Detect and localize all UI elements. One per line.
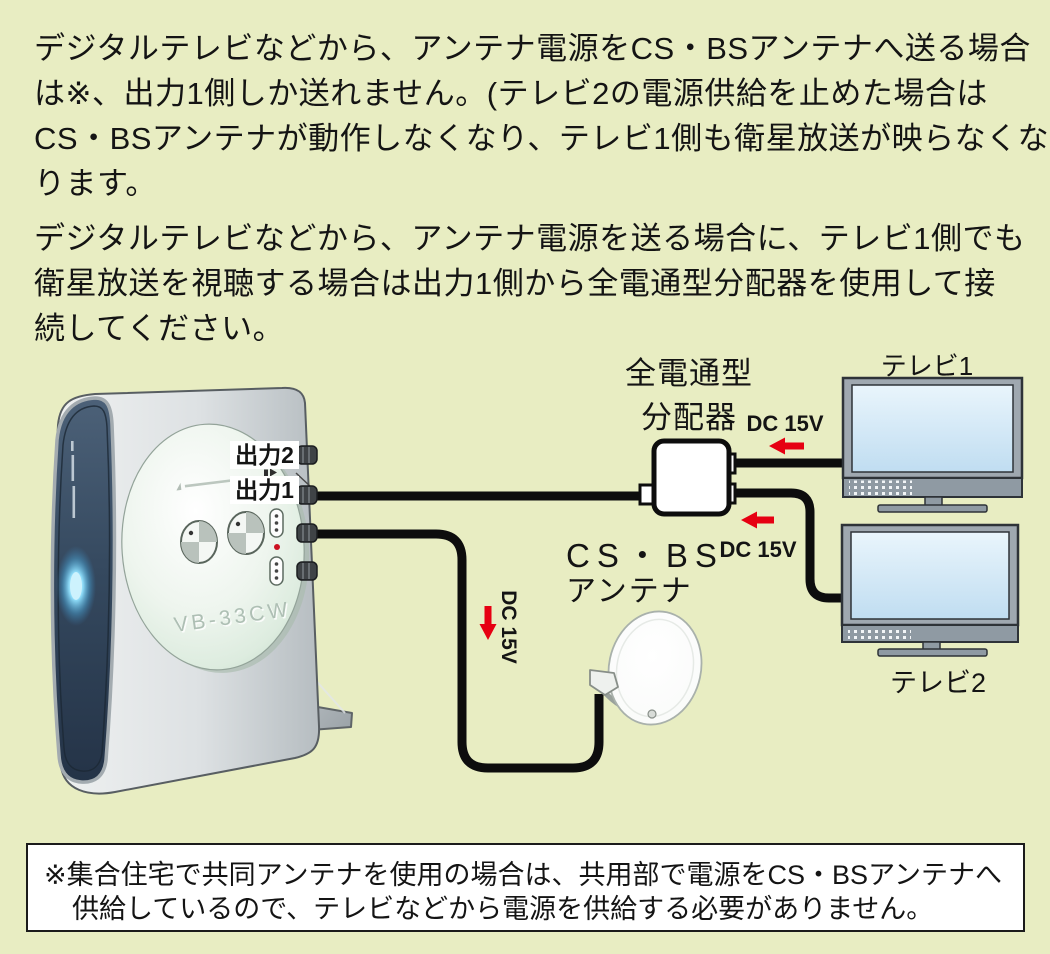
dc-voltage-label-antenna: DC 15V xyxy=(497,590,520,664)
switch-capsule-2 xyxy=(269,556,284,586)
dc-voltage-label-tv2: DC 15V xyxy=(719,537,797,562)
cable-booster-to-antenna xyxy=(311,529,604,773)
tv2-stand-base xyxy=(877,648,988,657)
connector-output1 xyxy=(296,485,318,505)
splitter-label-line1: 全電通型 xyxy=(625,356,753,391)
paragraph-line: 衛星放送を視聴する場合は出力1側から全電通型分配器を使用して接 xyxy=(34,266,996,301)
footnote-line1: ※集合住宅で共同アンテナを使用の場合は、共用部で電源をCS・BSアンテナへ xyxy=(44,860,1002,890)
switch-capsule-1 xyxy=(269,508,284,538)
dish-reflector xyxy=(607,610,703,726)
dish-inner-edge xyxy=(615,618,695,718)
connector-antenna xyxy=(296,523,318,543)
power-led xyxy=(70,572,82,600)
paragraph-line: は※、出力1側しか送れません。(テレビ2の電源供給を止めた場合は xyxy=(34,76,988,111)
tv2 xyxy=(840,523,1020,657)
output1-label: 出力1 xyxy=(230,476,299,504)
tv1-speaker-dots xyxy=(849,480,912,496)
paragraph-line: デジタルテレビなどから、アンテナ電源をCS・BSアンテナへ送る場合 xyxy=(34,31,1031,66)
connector-input xyxy=(296,561,318,581)
antenna-label-line1: CS・BS xyxy=(566,537,724,574)
indicator-dot xyxy=(274,544,280,550)
power-arrow-tv2 xyxy=(741,511,774,529)
antenna-label-line2: アンテナ xyxy=(566,575,693,608)
splitter-label-line2: 分配器 xyxy=(641,400,737,435)
brand-mark-disc xyxy=(176,478,240,491)
tv2-screen xyxy=(850,531,1010,620)
tv2-speaker-dots xyxy=(848,627,911,640)
power-arrow-antenna xyxy=(479,606,497,640)
adjustment-knob-2 xyxy=(227,511,265,555)
output2-label: 出力2 xyxy=(230,441,299,469)
paragraph-line: ります。 xyxy=(34,166,157,201)
tv1-stand-base xyxy=(877,504,988,513)
band-inner-edge xyxy=(57,405,111,772)
paragraph-line: デジタルテレビなどから、アンテナ電源を送る場合に、テレビ1側でも xyxy=(34,221,1026,256)
dish-arm-joint xyxy=(647,709,657,719)
tv1 xyxy=(841,376,1024,513)
booster-connectors xyxy=(296,445,318,581)
satellite-dish xyxy=(589,610,703,726)
tv2-label: テレビ2 xyxy=(889,668,987,698)
cable-splitter-to-tv2 xyxy=(731,488,847,603)
dish-lnb xyxy=(589,669,619,696)
power-arrow-tv1 xyxy=(769,437,804,455)
brand-mark-front xyxy=(71,441,76,518)
footnote-line2: 供給しているので、テレビなどから電源を供給する必要がありません。 xyxy=(72,894,934,924)
dc-voltage-label-tv1: DC 15V xyxy=(746,411,824,436)
tv1-screen xyxy=(851,384,1014,473)
tv1-label: テレビ1 xyxy=(880,351,974,381)
antenna-label: CS・BS アンテナ xyxy=(566,536,724,609)
footnote-box: ※集合住宅で共同アンテナを使用の場合は、共用部で電源をCS・BSアンテナへ 供給… xyxy=(26,843,1025,932)
splitter-label: 全電通型 分配器 xyxy=(625,352,753,440)
connector-output2 xyxy=(296,445,318,465)
output-label-pointer xyxy=(264,468,312,488)
paragraph-line: CS・BSアンテナが動作しなくなり、テレビ1側も衛星放送が映らなくな xyxy=(34,121,1050,156)
adjustment-knob-1 xyxy=(180,520,218,564)
paragraph-line: 続してください。 xyxy=(34,311,285,346)
splitter xyxy=(638,438,737,517)
splitter-body xyxy=(651,438,732,517)
